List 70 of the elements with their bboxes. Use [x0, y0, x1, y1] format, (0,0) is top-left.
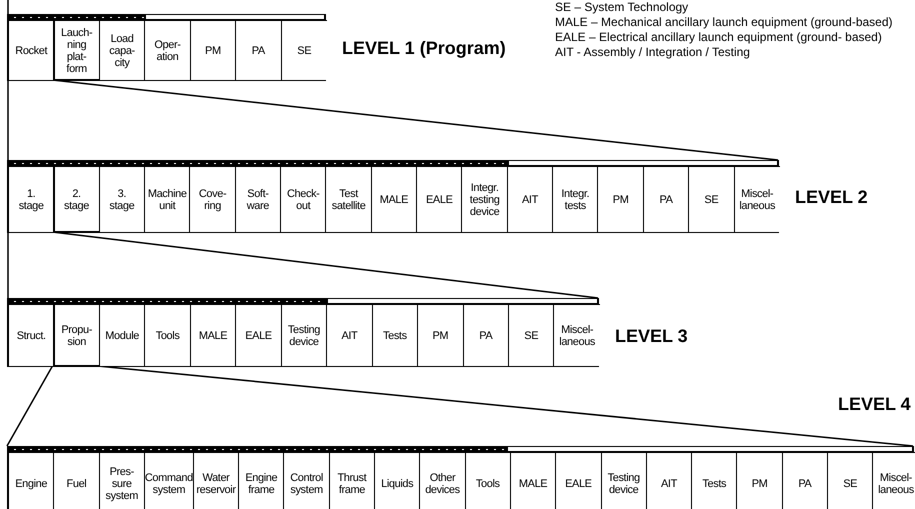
- breakdown-cell: PA: [464, 304, 509, 366]
- breakdown-cell: Liquids: [375, 452, 420, 509]
- breakdown-cell: Tools: [145, 304, 191, 366]
- breakdown-cell: PM: [737, 452, 783, 509]
- breakdown-cell: PA: [236, 20, 282, 80]
- breakdown-cell: EALE: [236, 304, 282, 366]
- breakdown-cell: SE: [282, 20, 327, 80]
- zoom-connector-line: [6, 365, 914, 447]
- breakdown-cell: AIT: [646, 452, 692, 509]
- breakdown-cell: PM: [598, 166, 644, 232]
- breakdown-cell: SE: [689, 166, 734, 232]
- breakdown-cell: Integr. tests: [553, 166, 598, 232]
- breakdown-cell: EALE: [556, 452, 602, 509]
- level-title: LEVEL 2: [795, 187, 868, 208]
- breakdown-cell: Tests: [692, 452, 738, 509]
- breakdown-cell: Engine frame: [239, 452, 284, 509]
- breakdown-cell: PA: [782, 452, 828, 509]
- level-band: [7, 298, 599, 367]
- abbreviation-note: EALE – Electrical ancillary launch equipment (ground- based): [555, 30, 883, 45]
- breakdown-cell: Tests: [372, 304, 418, 366]
- breakdown-cell: SE: [828, 452, 874, 509]
- breakdown-cell: PM: [418, 304, 464, 366]
- breakdown-cell: Miscel- laneous: [873, 452, 915, 509]
- level-band: [7, 446, 914, 509]
- breakdown-cell: PA: [644, 166, 690, 232]
- breakdown-cell: MALE: [372, 166, 418, 232]
- breakdown-cell: Module: [100, 304, 146, 366]
- breakdown-cell: Oper- ation: [145, 20, 191, 80]
- breakdown-cell: Fuel: [54, 452, 100, 509]
- abbreviation-note: SE – System Technology: [555, 0, 690, 15]
- breakdown-cell: 1. stage: [9, 166, 54, 232]
- breakdown-cell: Thrust frame: [330, 452, 376, 509]
- breakdown-cell: Testing device: [602, 452, 647, 509]
- breakdown-cell: AIT: [508, 166, 554, 232]
- breakdown-cell: MALE: [190, 304, 236, 366]
- breakdown-cell: Integr. testing device: [462, 166, 508, 232]
- breakdown-cell: Other devices: [420, 452, 466, 509]
- breakdown-cell: Struct.: [9, 304, 54, 366]
- breakdown-cell: 2. stage: [54, 166, 100, 232]
- breakdown-cell: Water reservoir: [194, 452, 240, 509]
- breakdown-cell: Rocket: [9, 20, 54, 80]
- breakdown-cell: 3. stage: [100, 166, 146, 232]
- breakdown-cell: Testing device: [282, 304, 328, 366]
- breakdown-cell: Check- out: [281, 166, 326, 232]
- breakdown-cell: Soft- ware: [236, 166, 282, 232]
- level-band: [7, 160, 779, 233]
- level-title: LEVEL 3: [615, 326, 688, 347]
- breakdown-cell: Propu- sion: [54, 304, 100, 366]
- breakdown-cell: Cove- ring: [190, 166, 236, 232]
- breakdown-cell: Miscel- laneous: [734, 166, 780, 232]
- level-title: LEVEL 1 (Program): [342, 38, 506, 59]
- breakdown-cell: PM: [190, 20, 236, 80]
- breakdown-cell: Lauch- ning plat- form: [54, 20, 100, 80]
- breakdown-cell: Tools: [466, 452, 511, 509]
- breakdown-cell: Test satellite: [326, 166, 372, 232]
- breakdown-cell: Load capa- city: [100, 20, 146, 80]
- level-band: [7, 14, 326, 81]
- level-title: LEVEL 4: [838, 394, 911, 415]
- breakdown-cell: Pres- sure system: [100, 452, 145, 509]
- breakdown-cell: Control system: [284, 452, 330, 509]
- breakdown-cell: Engine: [9, 452, 54, 509]
- abbreviation-note: AIT - Assembly / Integration / Testing: [555, 45, 751, 60]
- abbreviation-note: MALE – Mechanical ancillary launch equipment (ground-based): [555, 15, 894, 30]
- breakdown-cell: MALE: [510, 452, 556, 509]
- breakdown-cell: Command system: [144, 452, 194, 509]
- breakdown-cell: EALE: [417, 166, 462, 232]
- breakdown-cell: SE: [508, 304, 554, 366]
- breakdown-cell: Machine unit: [145, 166, 190, 232]
- breakdown-cell: Miscel- laneous: [554, 304, 600, 366]
- breakdown-cell: AIT: [327, 304, 373, 366]
